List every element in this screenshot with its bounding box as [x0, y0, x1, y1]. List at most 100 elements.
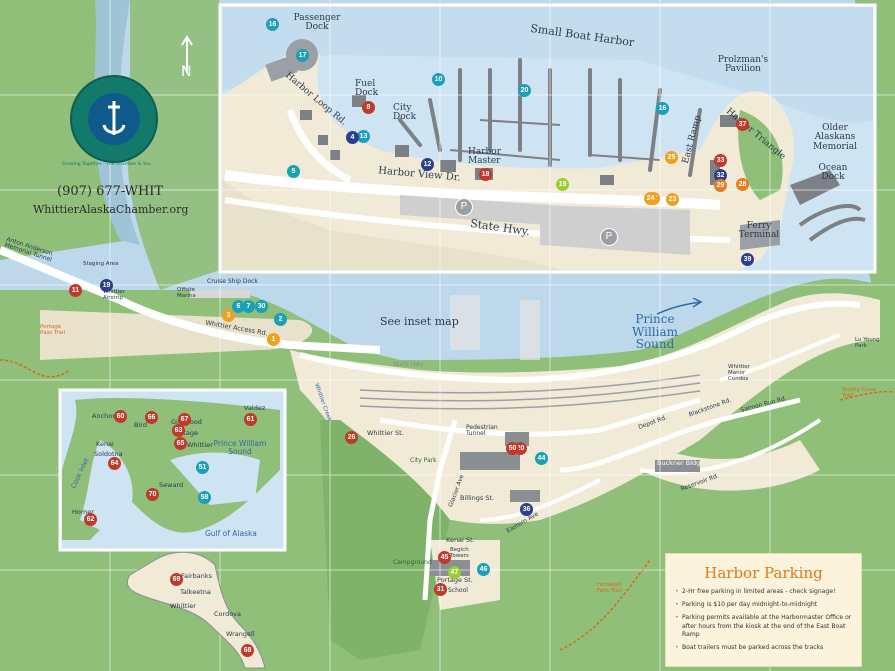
map-marker-20: 20: [518, 84, 531, 97]
map-marker-50: 50: [506, 442, 519, 455]
map-marker-64: 64: [108, 457, 121, 470]
label-ferry-terminal: Ferry Terminal: [738, 221, 780, 241]
label-school: School: [448, 587, 468, 594]
label-fuel-dock: Fuel Dock: [355, 79, 379, 99]
north-arrow-icon: [180, 35, 194, 75]
label-billings-st: Billings St.: [460, 494, 495, 502]
map-marker-62: 62: [84, 513, 97, 526]
map-marker-32: 32: [714, 169, 727, 182]
map-marker-47: 47: [448, 566, 461, 579]
legend-title: Harbor Parking: [704, 564, 823, 582]
map-marker-51: 51: [196, 461, 209, 474]
map-marker-23: 23: [666, 193, 679, 206]
alaska-place: Whittier: [170, 602, 196, 610]
harbor-parking-legend: Harbor Parking 2-Hr free parking in limi…: [665, 553, 862, 667]
map-marker-1: 1: [267, 333, 280, 346]
legend-item: Parking is $10 per day midnight-to-midni…: [675, 601, 855, 609]
label-kenai-st: Kenai St.: [446, 536, 475, 544]
region-place: Valdez: [244, 404, 266, 412]
label-whittier-st: Whittier St.: [367, 429, 404, 437]
map-marker-16: 16: [266, 18, 279, 31]
map-marker-31: 31: [434, 583, 447, 596]
label-lu-young-park: Lu Young Park: [855, 337, 880, 349]
map-marker-6: 6: [232, 300, 245, 313]
map-marker-45: 45: [438, 551, 451, 564]
map-marker-67: 67: [178, 413, 191, 426]
region-place: Portage: [173, 429, 198, 437]
legend-list: 2-Hr free parking in limited areas - che…: [666, 588, 861, 653]
label-passenger-dock: Passenger Dock: [293, 13, 341, 33]
map-marker-66: 66: [145, 411, 158, 424]
label-smitty-cove-trail: Smitty Cove Trail: [842, 387, 876, 399]
map-marker-30: 30: [255, 300, 268, 313]
region-water: Gulf of Alaska: [205, 529, 257, 538]
region-place: Homer: [72, 508, 94, 516]
label-state-hwy-main: State Hwy: [393, 361, 424, 368]
label-prince-william-sound: Prince William Sound: [631, 312, 678, 352]
label-buckner-bldg: Buckner Bldg: [657, 459, 701, 467]
map-marker-60: 60: [114, 410, 127, 423]
label-whittier-airstrip: Whittier Airstrip: [103, 289, 125, 301]
map-marker-26: 26: [345, 431, 358, 444]
map-marker-63: 63: [172, 424, 185, 437]
map-marker-19: 19: [556, 178, 569, 191]
region-place: Anchorage: [92, 412, 128, 420]
parking-icon: P: [455, 198, 473, 216]
map-marker-58: 58: [198, 491, 211, 504]
map-marker-70: 70: [146, 488, 159, 501]
label-portage-pass-trail: Portage Pass Trail: [40, 324, 66, 336]
label-staging-area: Staging Area: [83, 261, 119, 267]
map-marker-36: 36: [520, 503, 533, 516]
alaska-place: Wrangell: [226, 630, 255, 638]
map-marker-39: 39: [741, 253, 754, 266]
map-marker-16: 16: [656, 102, 669, 115]
label-city-dock: City Dock: [393, 103, 417, 123]
map-marker-65: 65: [174, 437, 187, 450]
label-begich-towers: Begich Towers: [450, 547, 469, 559]
legend-item: Boat trailers must be parked across the …: [675, 644, 855, 652]
map-marker-69: 69: [170, 573, 183, 586]
map-marker-33: 33: [714, 154, 727, 167]
label-harbor-master: Harbor Master: [468, 147, 501, 167]
map-marker-25: 25: [665, 151, 678, 164]
map-marker-12: 12: [421, 158, 434, 171]
label-city-park: City Park: [410, 457, 437, 464]
label-ocean-dock: Ocean Dock: [818, 163, 848, 183]
region-place: Soldotna: [94, 450, 123, 458]
arrow-icon: [655, 297, 705, 320]
map-marker-68: 68: [241, 644, 254, 657]
label-campground: Campground: [393, 559, 432, 566]
alaska-place: Fairbanks: [181, 572, 212, 580]
parking-icon: P: [600, 228, 618, 246]
label-older-alaskans-memorial: Older Alaskans Memorial: [813, 123, 857, 152]
map-marker-4: 4: [346, 131, 359, 144]
alaska-place: Cordova: [214, 610, 242, 618]
label-whittier-manor-condos: Whittier Manor Condos: [728, 364, 750, 382]
label-cruise-ship-dock: Cruise Ship Dock: [207, 278, 258, 285]
label-prolzmans-pavilion: Prolzman's Pavilion: [717, 55, 769, 75]
map-marker-2: 2: [274, 313, 287, 326]
map-marker-3: 3: [222, 309, 235, 322]
map-marker-44: 44: [535, 452, 548, 465]
map-marker-18: 18: [479, 168, 492, 181]
chamber-logo: [70, 75, 158, 163]
map-marker-37: 37: [736, 118, 749, 131]
alaska-place: Talkeetna: [180, 588, 211, 596]
map-marker-7: 7: [242, 300, 255, 313]
region-place: Bird: [134, 421, 147, 429]
anchor-icon: [88, 93, 140, 145]
map-marker-61: 61: [244, 413, 257, 426]
region-place: Kenai: [96, 440, 114, 448]
label-offsite-marina: Offsite Marina: [177, 287, 196, 299]
label-see-inset-map: See inset map: [380, 315, 459, 328]
region-place: Whittier: [187, 441, 213, 449]
chamber-phone: (907) 677-WHIT: [57, 184, 164, 199]
region-place: Seward: [159, 481, 184, 489]
label-pedestrian-tunnel: Pedestrian Tunnel: [466, 424, 498, 438]
map-marker-28: 28: [736, 178, 749, 191]
label-portage-st: Portage St.: [437, 576, 473, 584]
label-horsetail-falls-trail: Horsetail Falls Trail: [597, 582, 622, 594]
map-marker-17: 17: [296, 49, 309, 62]
map-marker-24: 24: [644, 192, 657, 205]
map-marker-46: 46: [477, 563, 490, 576]
